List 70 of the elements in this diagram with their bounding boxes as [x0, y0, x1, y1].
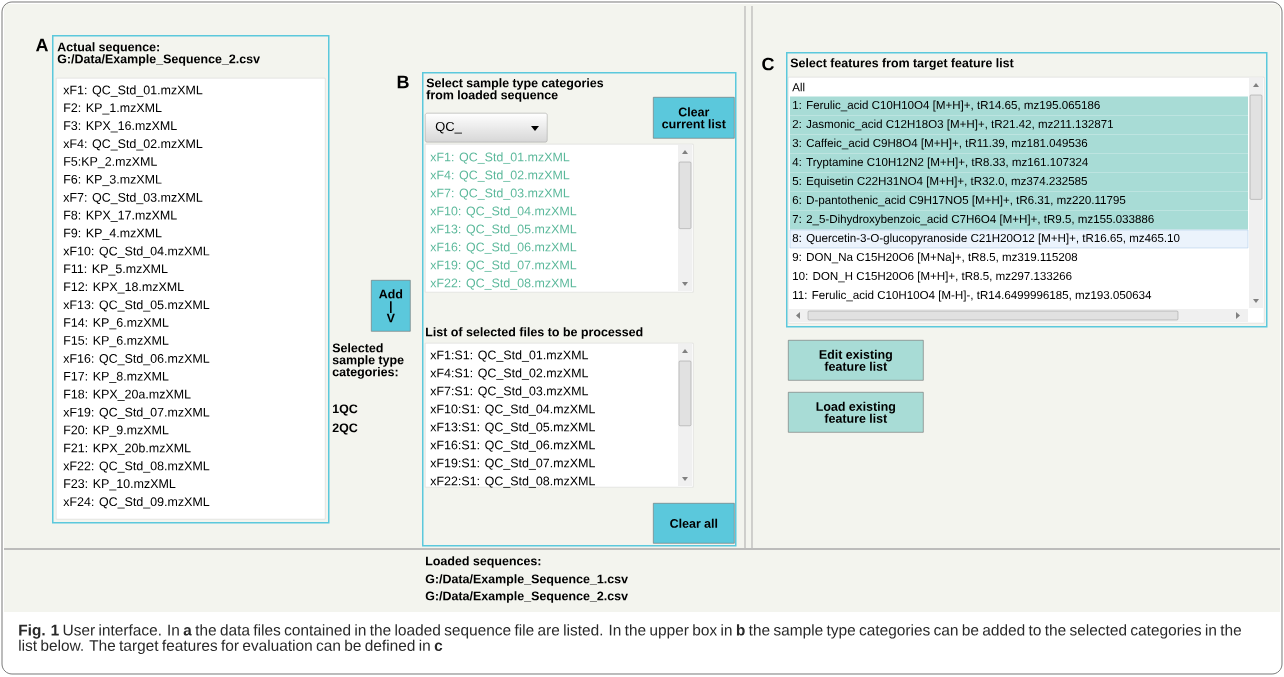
button: Add | V — [371, 280, 411, 332]
button: Load existing feature list — [788, 392, 924, 433]
list-heading: List of selected files to be processed — [426, 327, 643, 339]
list-item: xF19: QC_Std_07.mzXML — [63, 407, 210, 419]
list-item: F8: KPX_17.mzXML — [64, 210, 177, 222]
list-item: xF13: QC_Std_05.mzXML — [63, 300, 210, 312]
list-item: xF10: QC_Std_04.mzXML — [63, 246, 210, 258]
list-item: xF22: QC_Std_08.mzXML — [430, 278, 577, 290]
list-item: xF10: QC_Std_04.mzXML — [430, 206, 577, 218]
list-item: F5:KP_2.mzXML — [64, 157, 157, 169]
list-item: F6: KP_3.mzXML — [64, 174, 162, 187]
list-item: All — [792, 82, 805, 92]
list-item: xF24: QC_Std_09.mzXML — [63, 496, 210, 509]
list-item: F2: KP_1.mzXML — [64, 103, 162, 115]
info-text: Selected sample type categories: — [332, 343, 404, 379]
list-item: xF10:S1: QC_Std_04.mzXML — [430, 404, 595, 416]
list-item: F20: KP_9.mzXML — [64, 425, 169, 437]
list-item: xF22:S1: QC_Std_08.mzXML — [430, 476, 595, 488]
list-item: xF19: QC_Std_07.mzXML — [430, 260, 577, 272]
button: Clear all — [653, 503, 735, 544]
panel-heading: Select sample type categories from loaded sequence — [426, 78, 604, 102]
list-item: xF4: QC_Std_02.mzXML — [63, 138, 203, 151]
info-text: Loaded sequences: — [426, 556, 541, 568]
list-item: 6: D-pantothenic_acid C9H17NO5 [M+H]+, tR6.31, mz220.11795 — [790, 191, 1248, 211]
list-item: xF22: QC_Std_08.mzXML — [63, 461, 210, 473]
list-item: 11: Ferulic_acid C10H10O4 [M-H]-, tR14.6499996185, mz193.050634 — [793, 290, 1152, 302]
list-item: F11: KP_5.mzXML — [64, 264, 168, 276]
list-item: xF13:S1: QC_Std_05.mzXML — [430, 422, 595, 434]
info-text: G:/Data/Example_Sequence_2.csv — [425, 591, 628, 603]
list-item: 9: DON_Na C15H20O6 [M+Na]+, tR8.5, mz319.115208 — [792, 252, 1078, 264]
list-item: xF7: QC_Std_03.mzXML — [430, 188, 570, 200]
list-item: xF13: QC_Std_05.mzXML — [430, 224, 577, 236]
list-item: F3: KPX_16.mzXML — [64, 121, 177, 133]
panel-letter: C — [762, 57, 774, 71]
list-item: 2: Jasmonic_acid C12H18O3 [M+H]+, tR21.42, mz211.132871 — [790, 115, 1248, 135]
list-item: xF16: QC_Std_06.mzXML — [430, 242, 577, 254]
list-item: xF1: QC_Std_01.mzXML — [63, 85, 203, 97]
list-item: F9: KP_4.mzXML — [64, 228, 162, 240]
list-item: 5: Equisetin C22H31NO4 [M+H]+, tR32.0, mz374.232585 — [790, 172, 1248, 192]
panel-heading: Select features from target feature list — [790, 58, 1014, 70]
list-item: xF19:S1: QC_Std_07.mzXML — [430, 458, 595, 470]
list-item: F17: KP_8.mzXML — [64, 371, 169, 383]
list-item: F23: KP_10.mzXML — [64, 479, 176, 491]
list-item: 7: 2_5-Dihydroxybenzoic_acid C7H6O4 [M+H]+, tR9.5, mz155.033886 — [790, 210, 1248, 230]
list-item: xF16: QC_Std_06.mzXML — [63, 353, 210, 366]
dropdown: QC_ — [425, 113, 548, 143]
list-item: 4: Tryptamine C10H12N2 [M+H]+, tR8.33, mz161.107324 — [790, 153, 1248, 173]
panel-letter: A — [36, 38, 48, 52]
list-item: 1: Ferulic_acid C10H10O4 [M+H]+, tR14.65, mz195.065186 — [790, 96, 1248, 116]
button: Clear current list — [653, 97, 735, 139]
list-item: xF7:S1: QC_Std_03.mzXML — [430, 386, 589, 398]
list-item: xF1:S1: QC_Std_01.mzXML — [430, 350, 589, 362]
list-item: F12: KPX_18.mzXML — [64, 282, 184, 294]
list-item: xF4: QC_Std_02.mzXML — [430, 170, 570, 182]
list-item: F21: KPX_20b.mzXML — [64, 443, 191, 455]
list-item: xF1: QC_Std_01.mzXML — [430, 152, 570, 164]
list-item: 3: Caffeic_acid C9H8O4 [M+H]+, tR11.39, mz181.049536 — [790, 134, 1248, 154]
list-item: 10: DON_H C15H20O6 [M+H]+, tR8.5, mz297.133266 — [793, 271, 1072, 283]
info-text: G:/Data/Example_Sequence_1.csv — [425, 574, 628, 586]
list-item: xF4:S1: QC_Std_02.mzXML — [430, 368, 589, 380]
panel-heading: Actual sequence: G:/Data/Example_Sequence_2.csv — [57, 42, 260, 66]
list-item: F14: KP_6.mzXML — [64, 318, 169, 330]
list-item: 8: Quercetin-3-O-glucopyranoside C21H20O12 [M+H]+, tR16.65, mz465.10 — [789, 229, 1249, 249]
list-item: F18: KPX_20a.mzXML — [64, 389, 191, 401]
panel-letter: B — [397, 75, 409, 89]
list-item: F15: KP_6.mzXML — [64, 336, 169, 348]
list-item: xF7: QC_Std_03.mzXML — [63, 192, 203, 205]
list-item: xF16:S1: QC_Std_06.mzXML — [430, 440, 595, 452]
caption: Fig. 1 User interface. In a the data files contained in the loaded sequence file are listed. In the upper box in b the sample type categories can be added to the selected categories in the list below. The target features for evaluation can be defined in c — [19, 624, 1241, 655]
button: Edit existing feature list — [788, 340, 924, 381]
